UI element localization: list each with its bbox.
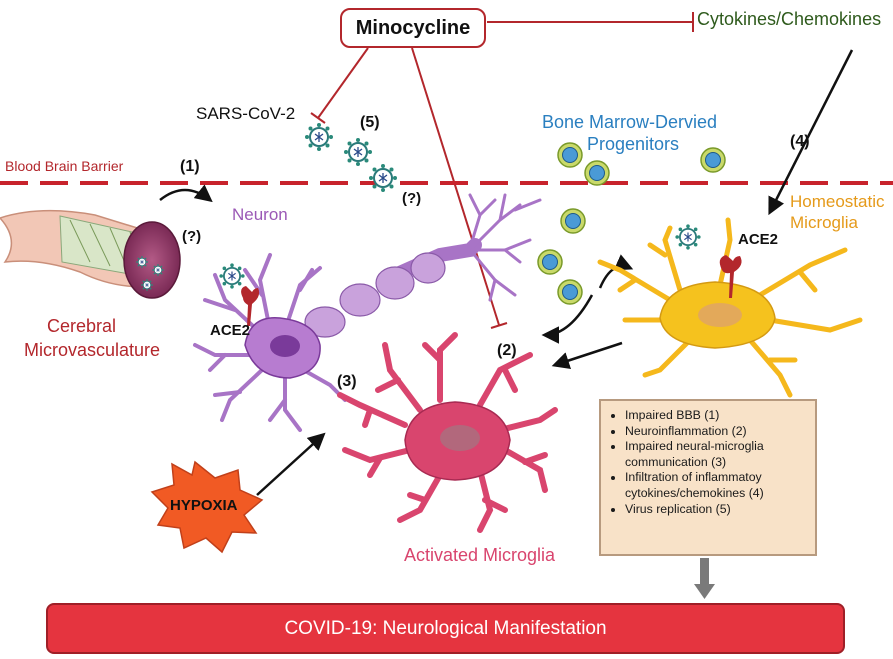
summary-box: Impaired BBB (1) Neuroinflammation (2) I…: [599, 399, 817, 556]
outcome-banner-text: COVID-19: Neurological Manifestation: [284, 617, 607, 639]
progenitor-return-arrow: [541, 294, 594, 344]
sars-number-label: (5): [360, 114, 380, 131]
cytokines-label: Cytokines/Chemokines: [697, 9, 882, 29]
inhibit-virus-line: [317, 47, 369, 119]
number-3-label: (3): [337, 373, 357, 390]
summary-to-banner-arrow: [694, 558, 715, 599]
activated-microglia-illustration: [337, 332, 558, 533]
summary-item: Impaired BBB (1): [625, 408, 807, 424]
summary-list: Impaired BBB (1) Neuroinflammation (2) I…: [611, 408, 807, 517]
minocycline-label: Minocycline: [355, 16, 471, 39]
virus-uncertain-label: (?): [402, 190, 422, 207]
homeostatic-microglia-illustration: [597, 217, 863, 398]
bone-marrow-label-line1: Bone Marrow-Dervied: [542, 112, 718, 132]
inhibition-lines: [310, 12, 694, 329]
homeostatic-label-line2: Microglia: [790, 213, 859, 232]
ace2-receptor-microglia: [719, 255, 742, 298]
ace2-microglia-label: ACE2: [738, 231, 779, 248]
vessel-arrow: [159, 184, 213, 203]
neuron-label: Neuron: [232, 205, 288, 224]
microglia-to-activated-arrow: [551, 341, 623, 369]
cerebral-label-line1: Cerebral: [47, 316, 117, 336]
summary-item: Virus replication (5): [625, 502, 807, 518]
ace2-receptor-neuron: [241, 286, 260, 326]
cytokine-arrow: [768, 49, 854, 216]
cerebral-vessel-illustration: [0, 209, 181, 299]
sars-label: SARS-CoV-2: [196, 104, 296, 123]
bbb-label: Blood Brain Barrier: [5, 158, 124, 174]
vessel-uncertain-label: (?): [182, 228, 202, 245]
neuron-illustration: [193, 193, 542, 432]
hypoxia-starburst: [150, 460, 264, 554]
homeostatic-label-line1: Homeostatic: [790, 192, 885, 211]
inhibit-virus-bar: [310, 112, 326, 124]
inhibit-microglia-line: [411, 47, 500, 326]
summary-item: Infiltration of inflammatoy cytokines/ch…: [625, 470, 807, 501]
cerebral-label-line2: Microvasculature: [24, 340, 161, 360]
bone-marrow-label-line2: Progenitors: [587, 134, 680, 154]
summary-item: Neuroinflammation (2): [625, 424, 807, 440]
hypoxia-arrow: [256, 432, 326, 496]
vessel-lumen: [123, 221, 181, 299]
activated-microglia-label: Activated Microglia: [404, 545, 556, 565]
hypoxia-label: HYPOXIA: [170, 497, 238, 514]
virus-particles: [304, 122, 398, 193]
number-2-label: (2): [497, 342, 517, 359]
outcome-banner: COVID-19: Neurological Manifestation: [46, 603, 845, 654]
ace2-neuron-label: ACE2: [210, 322, 251, 339]
summary-item: Impaired neural-microglia communication …: [625, 439, 807, 470]
inhibit-microglia-bar: [490, 322, 508, 329]
number-4-label: (4): [790, 133, 810, 150]
minocycline-box: Minocycline: [340, 8, 486, 48]
bbb-number-label: (1): [180, 158, 200, 175]
